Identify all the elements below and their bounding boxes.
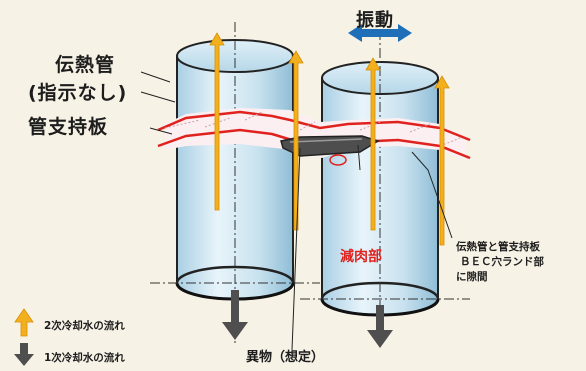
vibration-label: 振動 [356, 10, 394, 31]
legend-primary-label: 1次冷却水の流れ [44, 352, 125, 364]
gap-note-line3: に隙間 [456, 271, 488, 283]
legend-secondary-icon [14, 308, 34, 337]
thinning-mark [329, 154, 347, 166]
secondary-flow-arrows [209, 32, 450, 246]
support-plate-label: 管支持板 [28, 116, 109, 138]
thinning-label: 減肉部 [340, 249, 382, 265]
secondary-flow-arrow-3 [365, 57, 381, 231]
legend-primary-icon [14, 343, 34, 366]
tube-title-line1: 伝熱管 [55, 54, 116, 76]
foreign-object-label: 異物（想定） [246, 350, 325, 365]
legend-secondary-label: 2次冷却水の流れ [44, 320, 125, 332]
secondary-flow-arrow-4 [434, 75, 450, 246]
vibration-arrow [348, 24, 412, 42]
center-lines [150, 22, 470, 345]
foreign-object-highlight [289, 138, 363, 143]
gap-note-line1: 伝熱管と管支持板 [456, 241, 540, 253]
primary-flow-arrows [222, 290, 393, 348]
secondary-flow-arrow-2 [288, 50, 304, 231]
gap-note-line2: ＢＥＣ穴ランド部 [460, 256, 544, 268]
primary-flow-arrow-right [367, 305, 393, 348]
secondary-flow-arrow-1 [209, 32, 225, 211]
leader-lines [140, 71, 453, 351]
primary-flow-arrow-left [222, 290, 248, 340]
tube-title-line2: (指示なし) [28, 82, 128, 104]
